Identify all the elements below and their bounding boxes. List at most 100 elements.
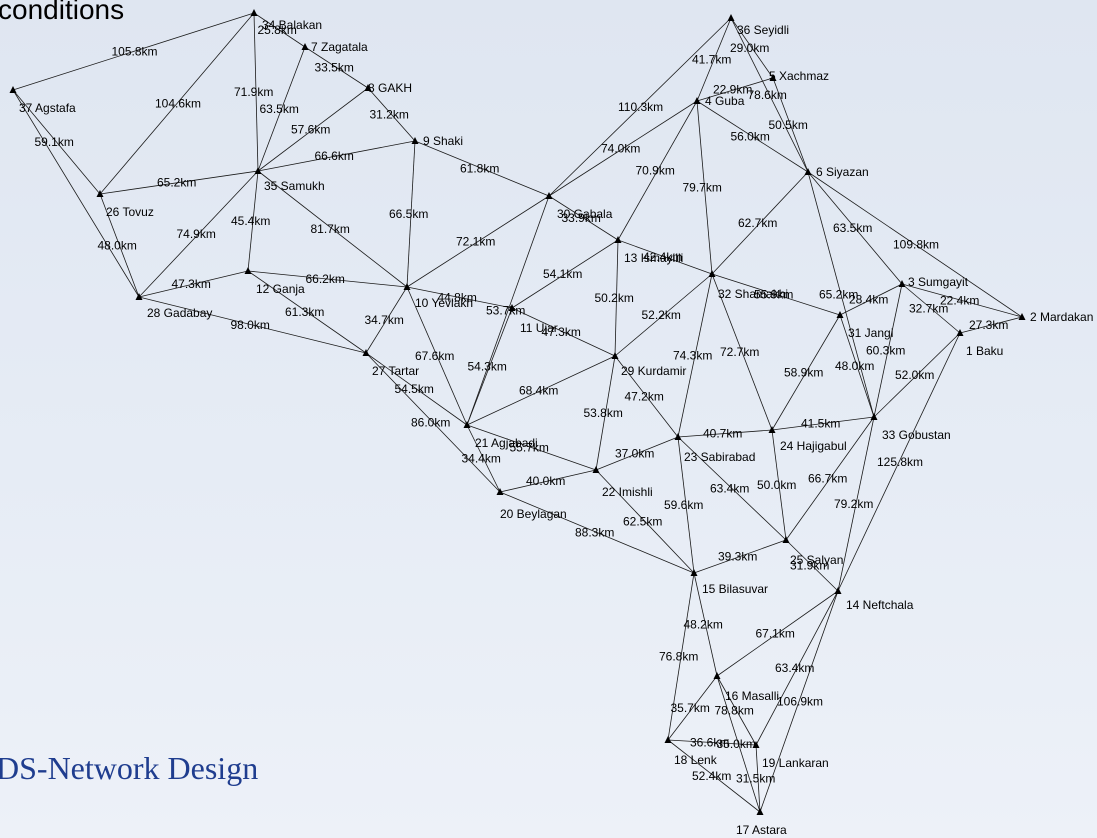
edge-11-21	[466, 307, 513, 426]
edge-distance-label: 79.7km	[683, 181, 722, 195]
node-marker	[674, 433, 682, 440]
edge-24-33	[771, 416, 875, 431]
edge-distance-label: 59.1km	[35, 135, 74, 149]
edge-distance-label: 68.4km	[519, 384, 558, 398]
edge-distance-label: 33.9km	[562, 211, 601, 225]
edge-12-10	[247, 270, 408, 288]
edge-distance-label: 66.2km	[306, 272, 345, 286]
node-marker	[756, 808, 764, 815]
edge-distance-label: 55.7km	[510, 441, 549, 455]
node-label: 13 Ismayilli	[624, 251, 683, 265]
edge-4-6	[696, 100, 809, 173]
node-marker	[769, 74, 777, 81]
node-marker	[362, 349, 370, 356]
edge-distance-label: 54.5km	[395, 382, 434, 396]
node-marker	[727, 14, 735, 21]
edge-distance-label: 79.2km	[834, 497, 873, 511]
edge-distance-label: 34.7km	[365, 313, 404, 327]
edge-distance-label: 47.2km	[625, 390, 664, 404]
node-marker	[9, 86, 17, 93]
edge-distance-label: 98.0km	[231, 318, 270, 332]
node-label: 1 Baku	[966, 344, 1003, 358]
edge-5-4	[696, 77, 774, 102]
edge-35-28	[138, 170, 259, 298]
edge-18-19	[667, 739, 757, 746]
node-marker	[836, 311, 844, 318]
edge-distance-label: 48.0km	[835, 359, 874, 373]
edge-1-14	[837, 332, 961, 592]
node-label: 24 Hajigabul	[780, 439, 847, 453]
edge-14-19	[755, 590, 839, 746]
node-marker	[411, 137, 419, 144]
edge-3-2	[901, 283, 1023, 318]
edge-distance-label: 42.4km	[643, 250, 682, 264]
edge-28-27	[138, 296, 367, 354]
edge-distance-label: 74.3km	[673, 349, 712, 363]
edge-25-14	[785, 539, 839, 592]
edge-26-28	[99, 193, 140, 298]
edge-8-35	[257, 87, 369, 172]
edge-6-32	[711, 171, 809, 275]
node-label: 7 Zagatala	[311, 40, 368, 54]
edge-distance-label: 37.0km	[615, 447, 654, 461]
edge-distance-label: 66.5km	[389, 207, 428, 221]
node-marker	[708, 270, 716, 277]
edge-31-24	[771, 314, 841, 431]
edge-19-17	[755, 744, 761, 813]
edge-distance-label: 74.0km	[601, 142, 640, 156]
edge-distance-label: 34.4km	[462, 452, 501, 466]
edge-28-12	[138, 270, 249, 298]
edge-30-36	[548, 17, 732, 197]
edge-distance-label: 22.4km	[940, 294, 979, 308]
edge-distance-label: 31.9km	[790, 559, 829, 573]
edge-3-33	[873, 283, 903, 418]
edge-26-35	[99, 170, 259, 195]
node-marker	[403, 283, 411, 290]
node-marker	[693, 97, 701, 104]
node-marker	[768, 426, 776, 433]
edge-27-20	[365, 352, 501, 493]
edge-distance-label: 50.5km	[769, 118, 808, 132]
node-label: 27 Tartar	[372, 364, 419, 378]
edge-33-14	[837, 416, 875, 592]
edge-distance-label: 66.7km	[808, 472, 847, 486]
edge-distance-label: 52.4km	[692, 769, 731, 783]
edge-8-9	[367, 87, 416, 142]
edge-distance-label: 88.3km	[575, 526, 614, 540]
edge-6-33	[807, 171, 875, 418]
node-marker	[752, 741, 760, 748]
edge-23-25	[677, 436, 787, 541]
node-marker	[301, 43, 309, 50]
edge-14-17	[759, 590, 839, 813]
edge-distance-label: 62.7km	[738, 216, 777, 230]
node-label: 31 Jangi	[848, 326, 893, 340]
edge-35-9	[257, 140, 416, 172]
edge-distance-label: 54.1km	[543, 267, 582, 281]
edge-distance-label: 48.2km	[684, 618, 723, 632]
node-label: 20 Beylagan	[500, 507, 567, 521]
node-label: 8 GAKH	[368, 81, 412, 95]
edge-distance-label: 81.7km	[311, 222, 350, 236]
node-marker	[545, 192, 553, 199]
edge-35-10	[257, 170, 408, 288]
edge-1-2	[959, 316, 1023, 334]
node-label: 9 Shaki	[423, 134, 463, 148]
node-label: 28 Gadabay	[147, 306, 212, 320]
edge-32-29	[614, 273, 713, 357]
edge-distance-label: 22.9km	[713, 83, 752, 97]
edge-distance-label: 36.6km	[690, 736, 729, 750]
node-marker	[96, 190, 104, 197]
edge-22-23	[595, 436, 679, 471]
edge-distance-label: 60.3km	[866, 344, 905, 358]
edge-21-20	[466, 424, 501, 493]
edge-distance-label: 50.2km	[595, 291, 634, 305]
edge-distance-label: 70.9km	[636, 164, 675, 178]
edge-4-13	[617, 100, 698, 241]
edge-9-10	[406, 140, 416, 288]
edge-distance-label: 55.9km	[754, 288, 793, 302]
edge-13-11	[511, 239, 619, 309]
node-label: 11 Ujar	[520, 321, 558, 335]
edge-distance-label: 40.7km	[703, 427, 742, 441]
edge-18-17	[667, 739, 761, 813]
node-label: 14 Neftchala	[846, 598, 914, 612]
